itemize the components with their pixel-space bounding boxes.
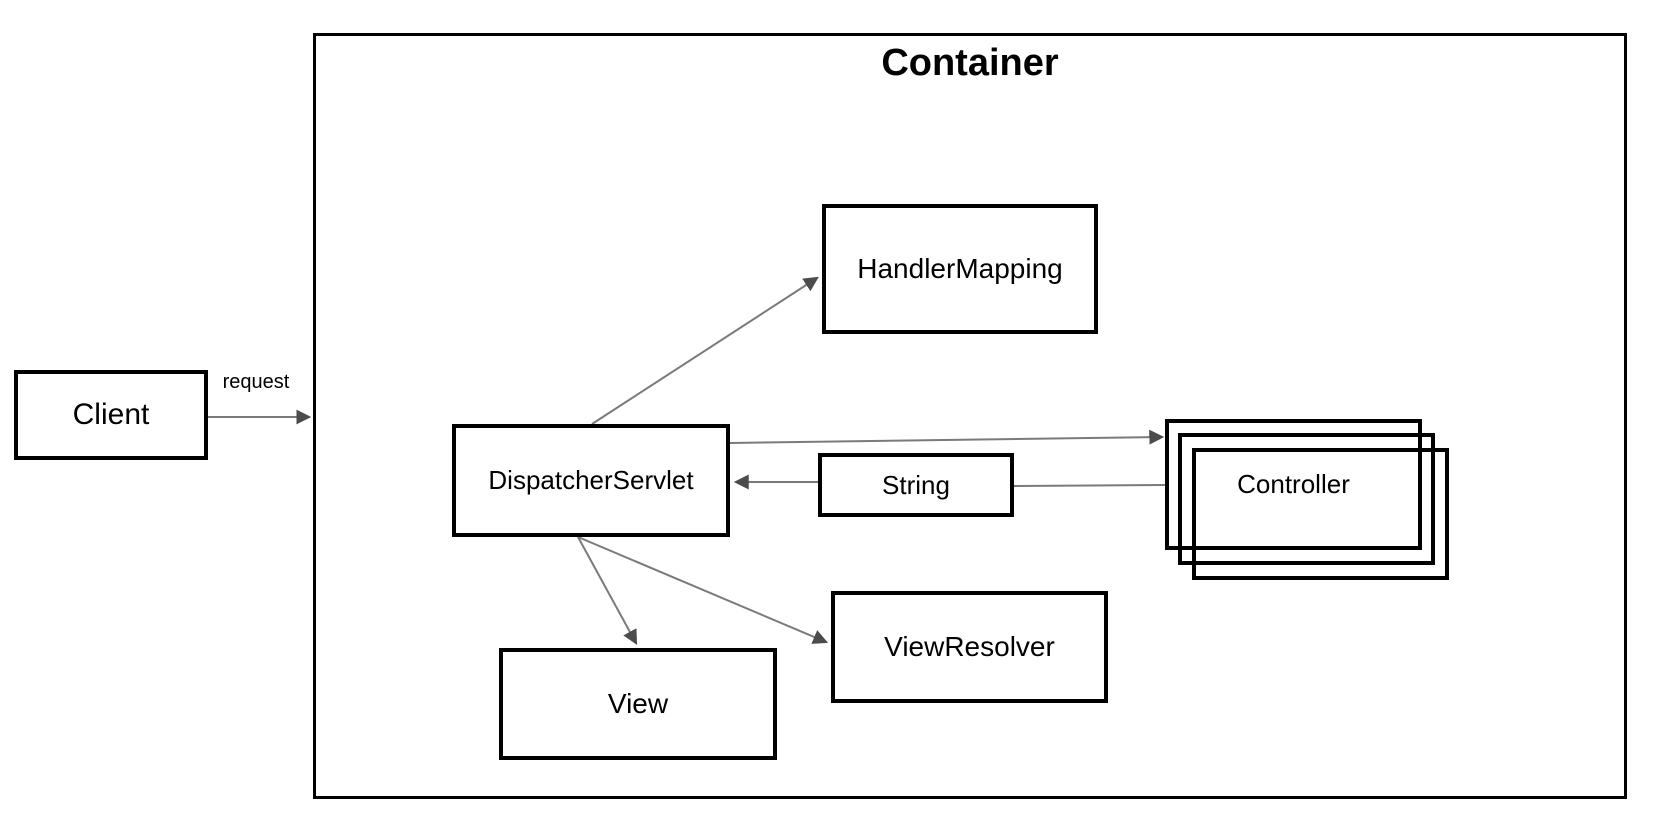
- view-node: View: [499, 648, 777, 760]
- controller-stack-box-3: [1192, 448, 1449, 580]
- view-resolver-node-label: ViewResolver: [884, 631, 1055, 662]
- edge-dispatcher-to-handlermapping-arrow: [591, 276, 819, 425]
- handler-mapping-node: HandlerMapping: [822, 204, 1098, 334]
- client-node: Client: [14, 370, 208, 460]
- edge-dispatcher-to-view-arrow: [577, 536, 638, 645]
- edge-dispatcher-to-viewresolver-arrow: [577, 536, 829, 644]
- edge-controller-to-string-line: [1013, 484, 1166, 487]
- dispatcher-servlet-node: DispatcherServlet: [452, 424, 730, 537]
- string-node-label: String: [882, 469, 950, 500]
- container-boundary-box: [313, 33, 1627, 799]
- controller-stack-box-2: [1178, 433, 1435, 565]
- string-node: String: [818, 453, 1014, 517]
- dispatcher-servlet-node-label: DispatcherServlet: [488, 465, 694, 495]
- client-node-label: Client: [72, 398, 150, 431]
- edge-dispatcher-to-controller-arrow: [729, 429, 1165, 445]
- view-resolver-node: ViewResolver: [831, 591, 1108, 703]
- container-title: Container: [881, 42, 1059, 84]
- handler-mapping-node-label: HandlerMapping: [857, 253, 1063, 284]
- view-node-label: View: [607, 688, 669, 719]
- controller-node-label: Controller: [1237, 469, 1350, 499]
- controller-node: Controller: [1165, 419, 1422, 550]
- request-edge-label: request: [222, 371, 290, 393]
